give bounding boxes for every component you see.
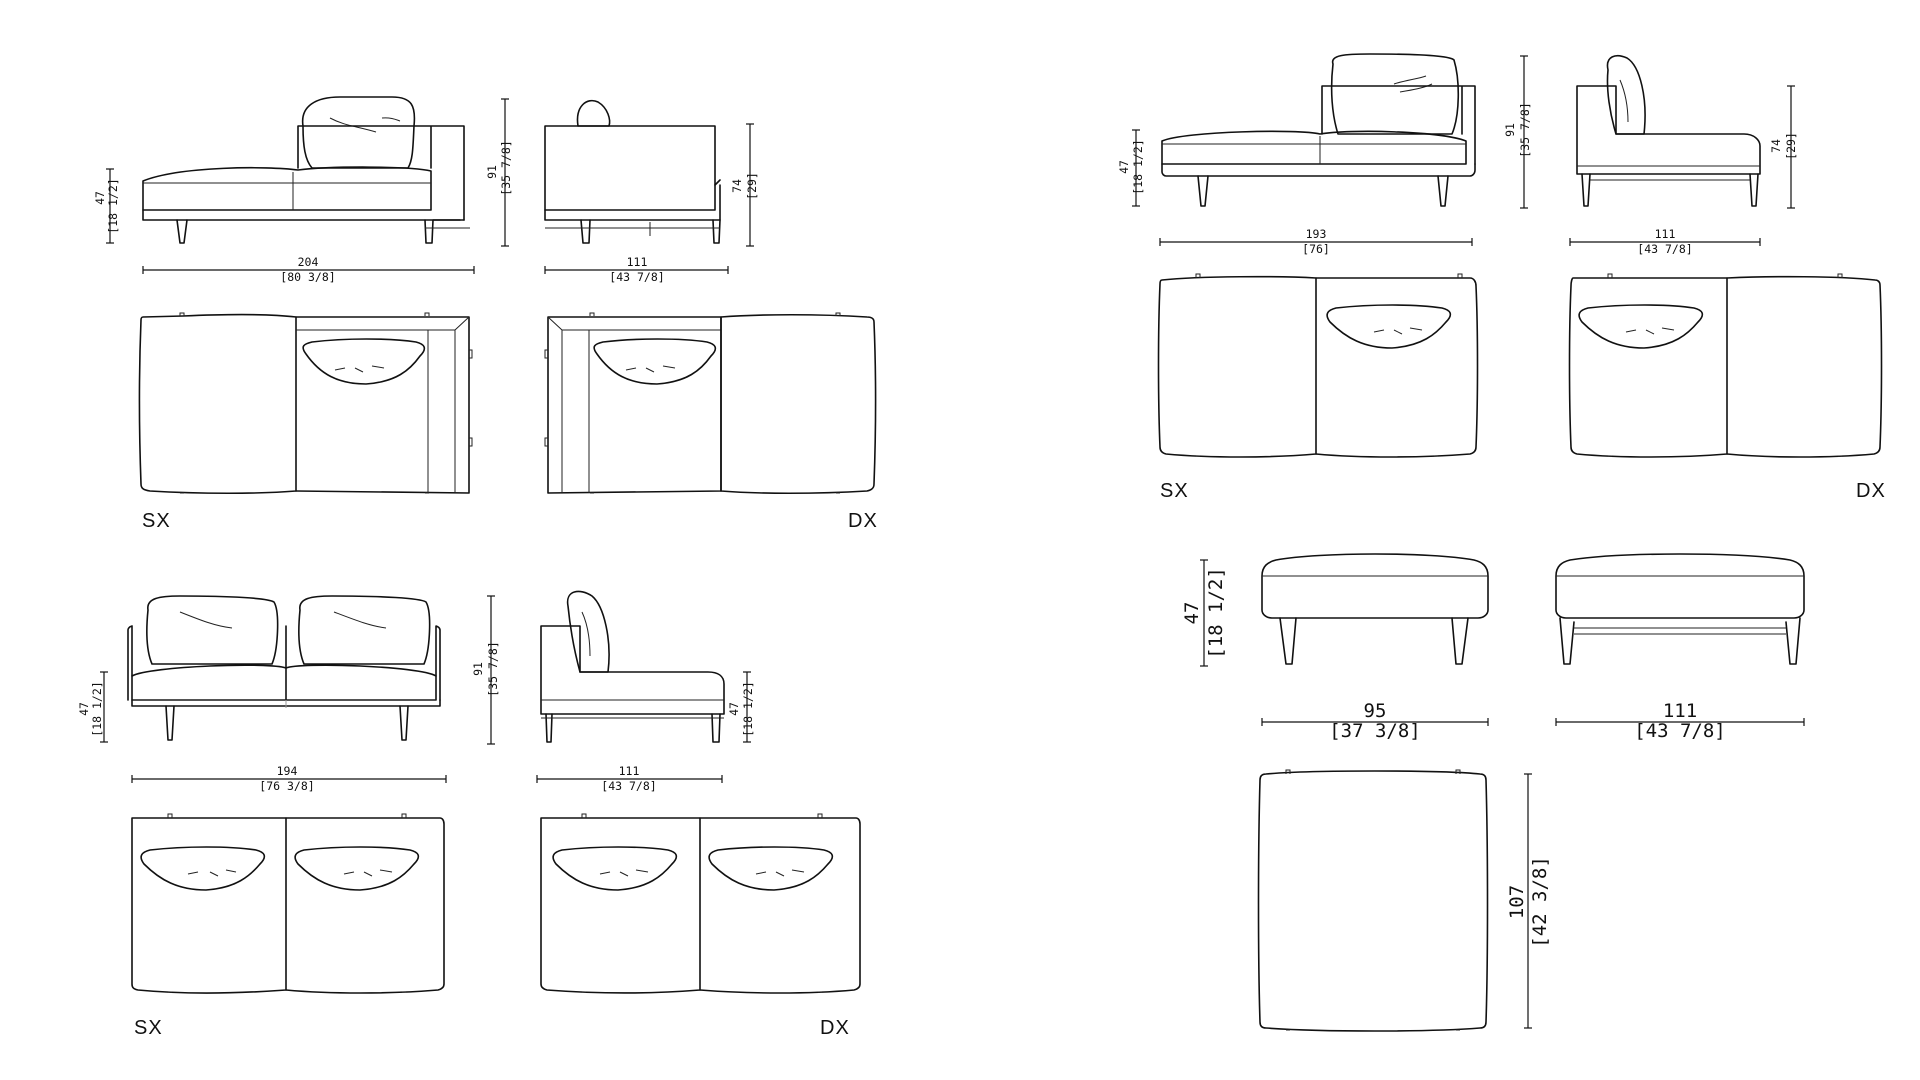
dim-91-c: 91 [1503,123,1517,137]
dim-47-in-d: [18 1/2] [1131,139,1145,194]
module-b-front-view [127,595,441,741]
label-dx-a: DX [848,510,878,532]
dim-111-in-b: [43 7/8] [601,779,656,793]
dim-74-in: [29] [745,172,759,200]
dim-193-in: [76] [1302,242,1330,256]
dim-74: 74 [730,179,744,193]
module-a-dimensions: 47 [18 1/2] 91 [35 7/8] 74 [29] 204 [80 … [93,98,759,284]
dim-111-c: 111 [1655,227,1676,241]
module-b-dx-plan [540,813,861,994]
module-a-dx-plan [544,312,877,495]
module-c-dimensions: 47 [18 1/2] 91 [35 7/8] 74 [29] 193 [76]… [1117,55,1798,256]
module-a-sx-plan [138,312,473,495]
dim-107-in: [42 3/8] [1529,856,1551,948]
dim-91-in: [35 7/8] [499,140,513,195]
module-b-dimensions: 47 [18 1/2] 91 [35 7/8] 47 [18 1/2] 194 … [77,595,755,793]
module-b-side-view [540,590,725,743]
module-c-side-view [1576,54,1761,207]
dim-47-in-c: [18 1/2] [741,681,755,736]
dim-47: 47 [93,191,107,205]
dim-91-in-b: [35 7/8] [486,641,500,696]
dim-95-in: [37 3/8] [1329,720,1421,742]
ottoman-plan [1257,769,1489,1032]
label-sx-c: SX [1160,480,1189,502]
dim-91-b: 91 [471,662,485,676]
dim-47-in-e: [18 1/2] [1205,567,1227,659]
dim-47-c: 47 [727,702,741,716]
dim-47-in-b: [18 1/2] [90,681,104,736]
dim-91-in-c: [35 7/8] [1518,102,1532,157]
ottoman-dimensions: 47 [18 1/2] 95 [37 3/8] 111 [43 7/8] 107… [1181,559,1805,1029]
dim-47-b: 47 [77,702,91,716]
dim-111-a: 111 [627,255,648,269]
module-a-side-view [544,99,721,244]
module-a-front-view [142,96,470,244]
dim-193: 193 [1306,227,1327,241]
dim-111-d: 111 [1663,700,1697,722]
label-dx-b: DX [820,1017,850,1039]
module-c-sx-plan [1157,273,1479,458]
dim-204: 204 [298,255,319,269]
dim-111-b: 111 [619,764,640,778]
ottoman-side-view [1555,553,1805,665]
module-c-dx-plan [1568,273,1883,458]
dim-111-in-c: [43 7/8] [1637,242,1692,256]
label-dx-c: DX [1856,480,1886,502]
dim-95: 95 [1364,700,1387,722]
dim-111-in-d: [43 7/8] [1634,720,1726,742]
dim-47-e: 47 [1181,602,1203,625]
dim-74-b: 74 [1769,139,1783,153]
dim-194-in: [76 3/8] [259,779,314,793]
dim-194: 194 [277,764,298,778]
dim-47-in: [18 1/2] [106,178,120,233]
dim-204-in: [80 3/8] [280,270,335,284]
dim-111-in-a: [43 7/8] [609,270,664,284]
ottoman-front-view [1261,553,1489,665]
label-sx-b: SX [134,1017,163,1039]
module-c-front-view [1161,53,1476,207]
module-b-sx-plan [131,813,445,994]
dim-107: 107 [1506,885,1528,919]
label-sx-a: SX [142,510,171,532]
dim-74-in-b: [29] [1784,132,1798,160]
dim-91: 91 [485,165,499,179]
dim-47-d: 47 [1117,160,1131,174]
